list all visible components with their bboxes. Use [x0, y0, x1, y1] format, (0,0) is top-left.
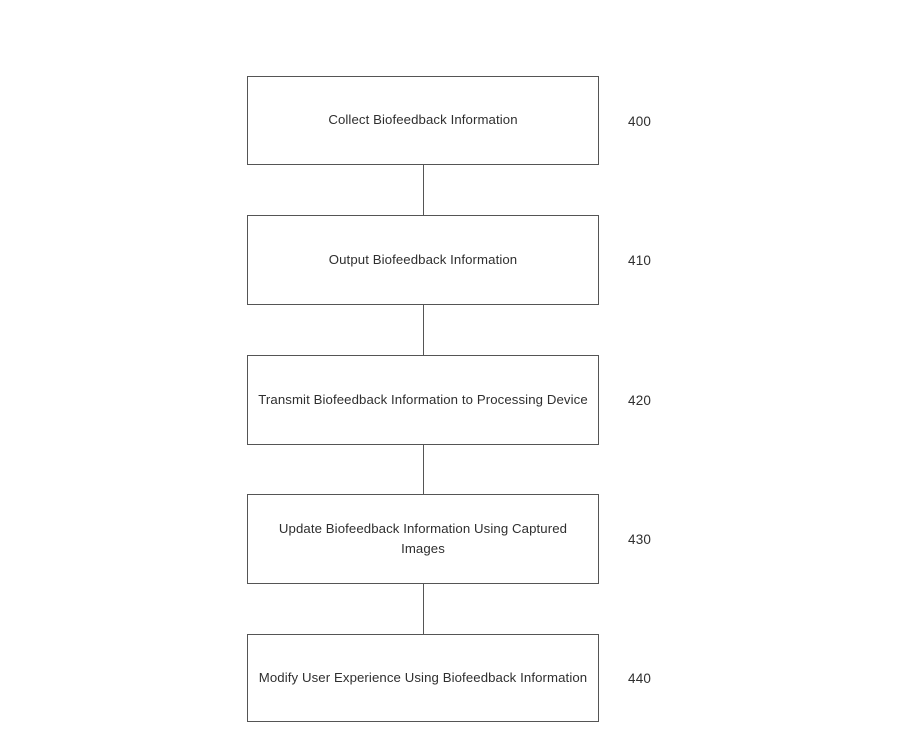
- reference-numeral-430: 430: [628, 532, 652, 547]
- flowchart-step-410-label: Output Biofeedback Information: [328, 251, 518, 267]
- flowchart-step-440[interactable]: Modify User Experience Using Biofeedback…: [247, 634, 599, 722]
- reference-numeral-440: 440: [628, 671, 652, 686]
- flowchart-step-400-label: Collect Biofeedback Information: [328, 112, 518, 128]
- reference-numeral-400: 400: [628, 114, 652, 129]
- flowchart-step-430[interactable]: Update Biofeedback Information Using Cap…: [247, 494, 599, 584]
- flowchart-step-420-label: Transmit Biofeedback Information to Proc…: [258, 391, 588, 407]
- flowchart-step-420[interactable]: Transmit Biofeedback Information to Proc…: [247, 355, 599, 445]
- flowchart-step-430-label: Update Biofeedback Information Using Cap…: [278, 520, 568, 556]
- connector-410-to-420: [423, 305, 424, 355]
- connector-400-to-410: [423, 165, 424, 215]
- reference-numeral-410: 410: [628, 253, 652, 268]
- connector-420-to-430: [423, 445, 424, 494]
- flowchart-step-400[interactable]: Collect Biofeedback Information: [247, 76, 599, 165]
- flowchart-step-410[interactable]: Output Biofeedback Information: [247, 215, 599, 305]
- flowchart-step-440-label: Modify User Experience Using Biofeedback…: [258, 669, 588, 685]
- reference-numeral-420: 420: [628, 393, 652, 408]
- connector-430-to-440: [423, 584, 424, 634]
